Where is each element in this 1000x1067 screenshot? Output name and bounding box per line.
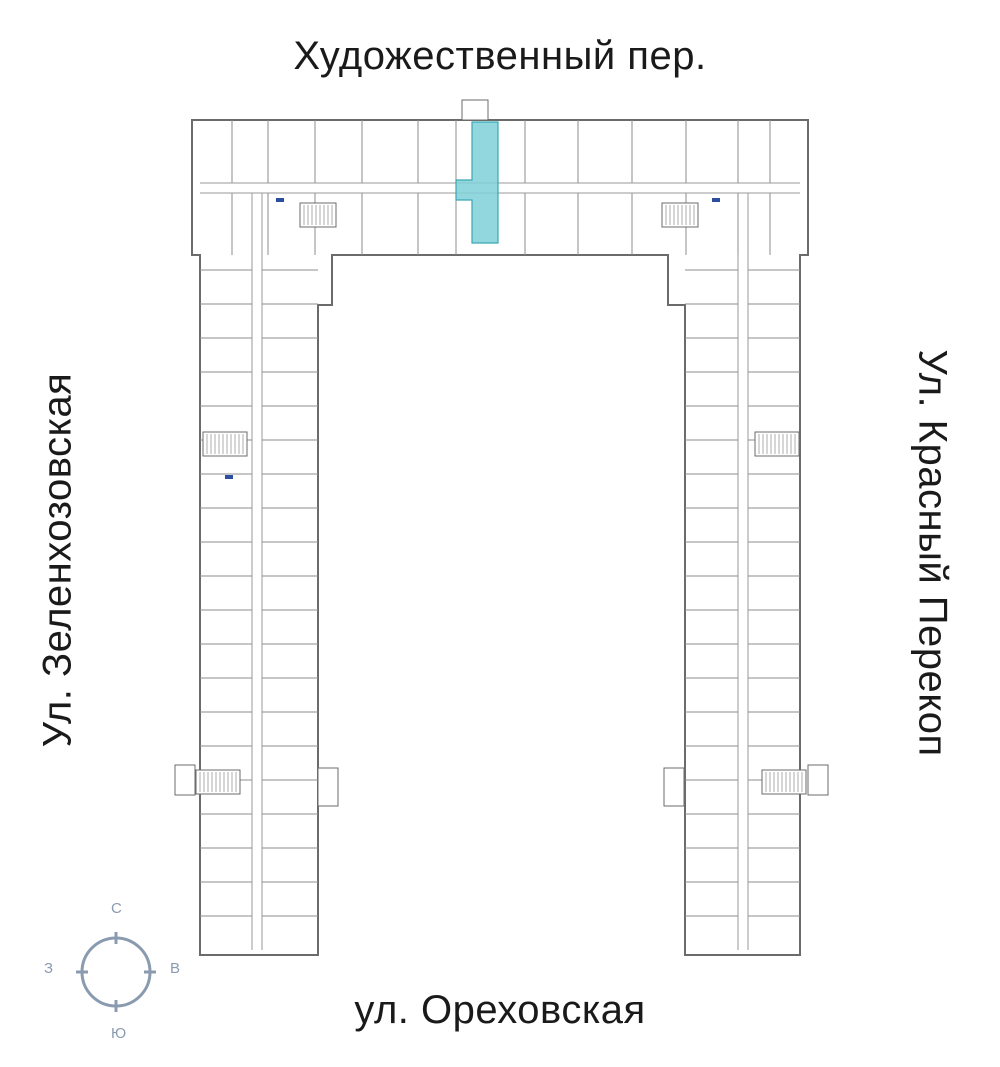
- stairwell-north-west: [299, 202, 337, 228]
- entrance-north: [461, 99, 489, 121]
- stairwell-east-upper: [754, 431, 800, 457]
- apartment-partitions: [200, 120, 800, 917]
- selected-apartment[interactable]: [455, 121, 499, 244]
- compass-north-label: С: [111, 900, 122, 917]
- stairwells: [174, 99, 829, 807]
- street-label-south: ул. Ореховская: [354, 988, 646, 1032]
- compass-icon: [76, 932, 156, 1012]
- compass-east-label: В: [170, 960, 181, 977]
- stair-treads: [199, 205, 803, 792]
- balcony-inner-east: [663, 767, 685, 807]
- stairwell-west-upper: [202, 431, 248, 457]
- compass-south-label: Ю: [111, 1025, 127, 1042]
- balcony-west: [174, 764, 196, 796]
- stairwell-east-lower: [761, 769, 807, 795]
- stairwell-west-lower: [195, 769, 241, 795]
- compass-west-label: З: [44, 960, 54, 977]
- street-label-north: Художественный пер.: [293, 34, 707, 78]
- corridor-lines: [200, 182, 800, 950]
- stairwell-north-east: [661, 202, 699, 228]
- building-outline: [191, 119, 809, 956]
- balcony-east: [807, 764, 829, 796]
- balcony-inner-west: [317, 767, 339, 807]
- stair-accents: [225, 198, 720, 479]
